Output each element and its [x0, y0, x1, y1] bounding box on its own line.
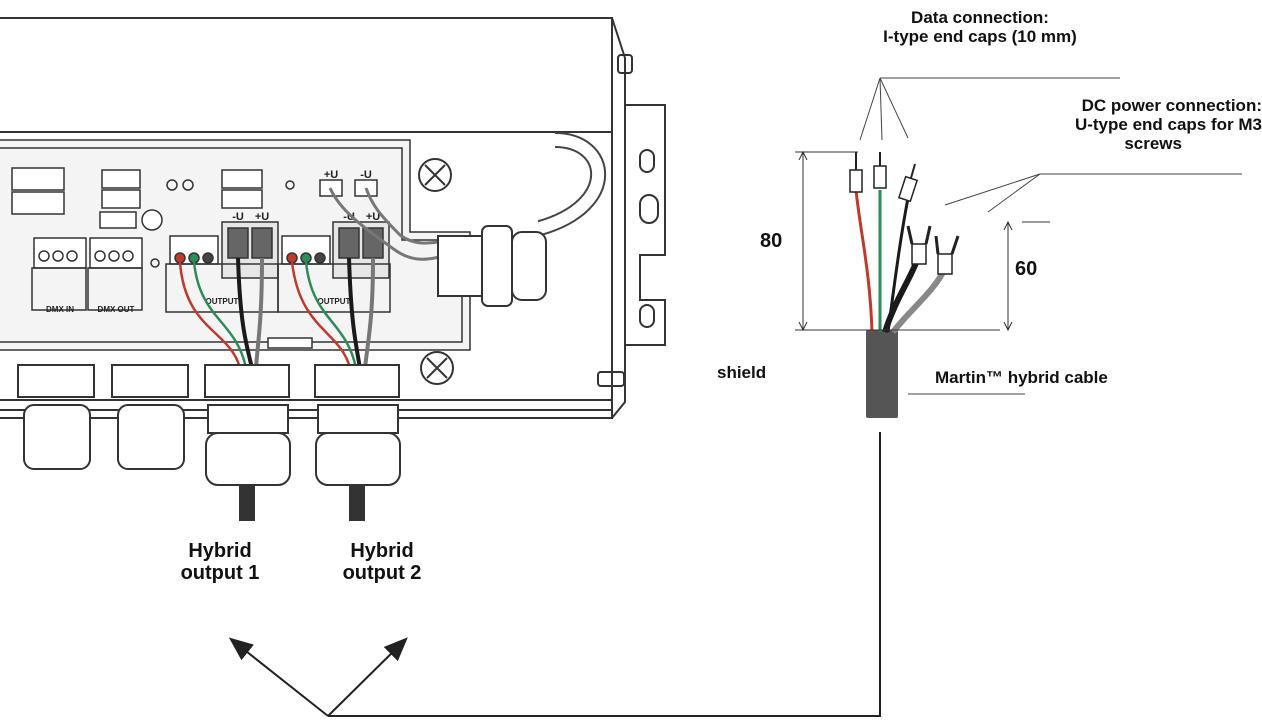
output-1-line1: Hybrid [188, 540, 252, 562]
screw-icon [418, 158, 454, 385]
bottom-cable-glands [17, 364, 401, 521]
leader-lines [859, 77, 1242, 395]
minus-u-mark-1: -U [232, 211, 244, 223]
output1-mark: OUTPUT [206, 297, 239, 306]
hybrid-cable-label: Martin™ hybrid cable [935, 368, 1108, 387]
dimension-lines [795, 150, 1050, 332]
circuit-board [0, 139, 471, 351]
hybrid-output-1-label: Hybrid output 1 [165, 540, 275, 585]
output2-mark: OUTPUT [318, 297, 351, 306]
driver-enclosure [0, 17, 666, 419]
dc-power-line3: screws [1124, 134, 1182, 154]
data-connection-line1: Data connection: [911, 8, 1049, 27]
dc-power-line2: U-type end caps for M3 [1074, 115, 1262, 135]
dimension-60-label: 60 [1015, 258, 1038, 280]
cable-end-detail [849, 152, 960, 418]
hybrid-output-2-label: Hybrid output 2 [327, 540, 437, 585]
cable-jacket [866, 330, 898, 418]
board-markings: DMX IN DMX OUT OUTPUT OUTPUT -U +U -U +U… [46, 169, 380, 314]
dmx-out-mark: DMX OUT [98, 305, 135, 314]
data-connection-line2: I-type end caps (10 mm) [883, 27, 1077, 47]
dc-power-line1: DC power connection: [1081, 96, 1262, 115]
plus-u-mark-2: +U [366, 211, 380, 223]
minus-u-mark-top-2: -U [360, 169, 372, 181]
plus-u-mark-top-1: +U [324, 169, 338, 181]
connection-arrows [228, 432, 881, 717]
board-wires [178, 187, 471, 369]
data-connection-label: Data connection: I-type end caps (10 mm) [830, 8, 1130, 46]
output-2-line2: output 2 [342, 562, 422, 585]
plus-u-mark-1: +U [255, 211, 269, 223]
dimension-80-label: 80 [760, 230, 783, 252]
dc-power-label: DC power connection: U-type end caps for… [960, 96, 1262, 153]
minus-u-mark-2: -U [343, 211, 355, 223]
output-1-line2: output 1 [180, 562, 260, 585]
dmx-in-mark: DMX IN [46, 305, 74, 314]
shield-label: shield [717, 363, 767, 382]
output-2-line1: Hybrid [350, 540, 414, 562]
side-cable-gland [437, 225, 547, 307]
